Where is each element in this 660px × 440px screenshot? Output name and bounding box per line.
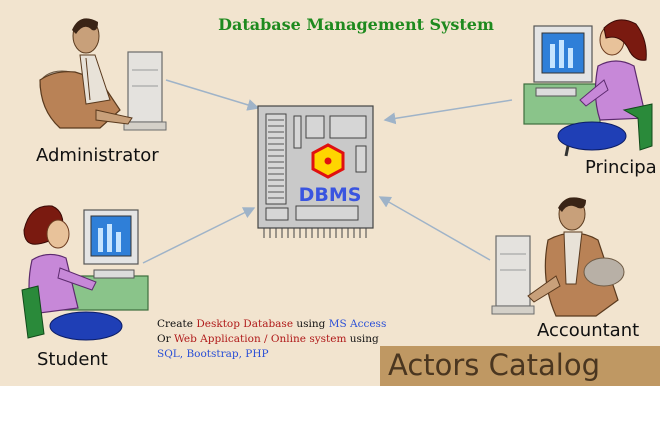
description-text-plain: using: [346, 333, 379, 345]
arrow-administrator: [165, 79, 260, 111]
description-text: Create Desktop Database using MS Access …: [157, 317, 386, 362]
student-label: Student: [37, 349, 108, 370]
administrator-label: Administrator: [36, 145, 159, 166]
diagram-title: Database Management System: [218, 15, 494, 34]
arrow-principal: [383, 99, 513, 125]
description-line-1: Create Desktop Database using MS Access: [157, 317, 386, 332]
actors-catalog-text: Actors Catalog: [388, 348, 601, 382]
dbms-server-icon: DBMS: [257, 105, 374, 238]
arrow-student: [142, 207, 256, 264]
tech-stack-text: SQL, Bootstrap, PHP: [157, 348, 269, 360]
accountant-figure-icon: [491, 197, 625, 317]
description-text-plain: Or: [157, 333, 174, 345]
principal-label: Principa: [585, 157, 657, 178]
web-application-text: Web Application / Online system: [173, 333, 347, 345]
ms-access-text: MS Access: [328, 318, 387, 330]
description-text-plain: using: [293, 318, 329, 330]
student-figure-icon: [21, 205, 149, 341]
description-text-plain: Create: [157, 318, 197, 330]
description-line-2: Or Web Application / Online system using: [157, 332, 386, 347]
administrator-figure-icon: [39, 18, 167, 131]
dbms-label: DBMS: [299, 184, 362, 206]
principal-figure-icon: [523, 19, 653, 157]
description-line-3: SQL, Bootstrap, PHP: [157, 347, 386, 362]
accountant-label: Accountant: [537, 320, 640, 341]
diagram-graphics: DBMS: [21, 18, 653, 341]
actors-catalog-banner: Actors Catalog: [380, 346, 660, 386]
desktop-database-text: Desktop Database: [196, 318, 294, 330]
arrow-accountant: [378, 196, 491, 261]
diagram-canvas: Database Management System: [0, 0, 660, 386]
